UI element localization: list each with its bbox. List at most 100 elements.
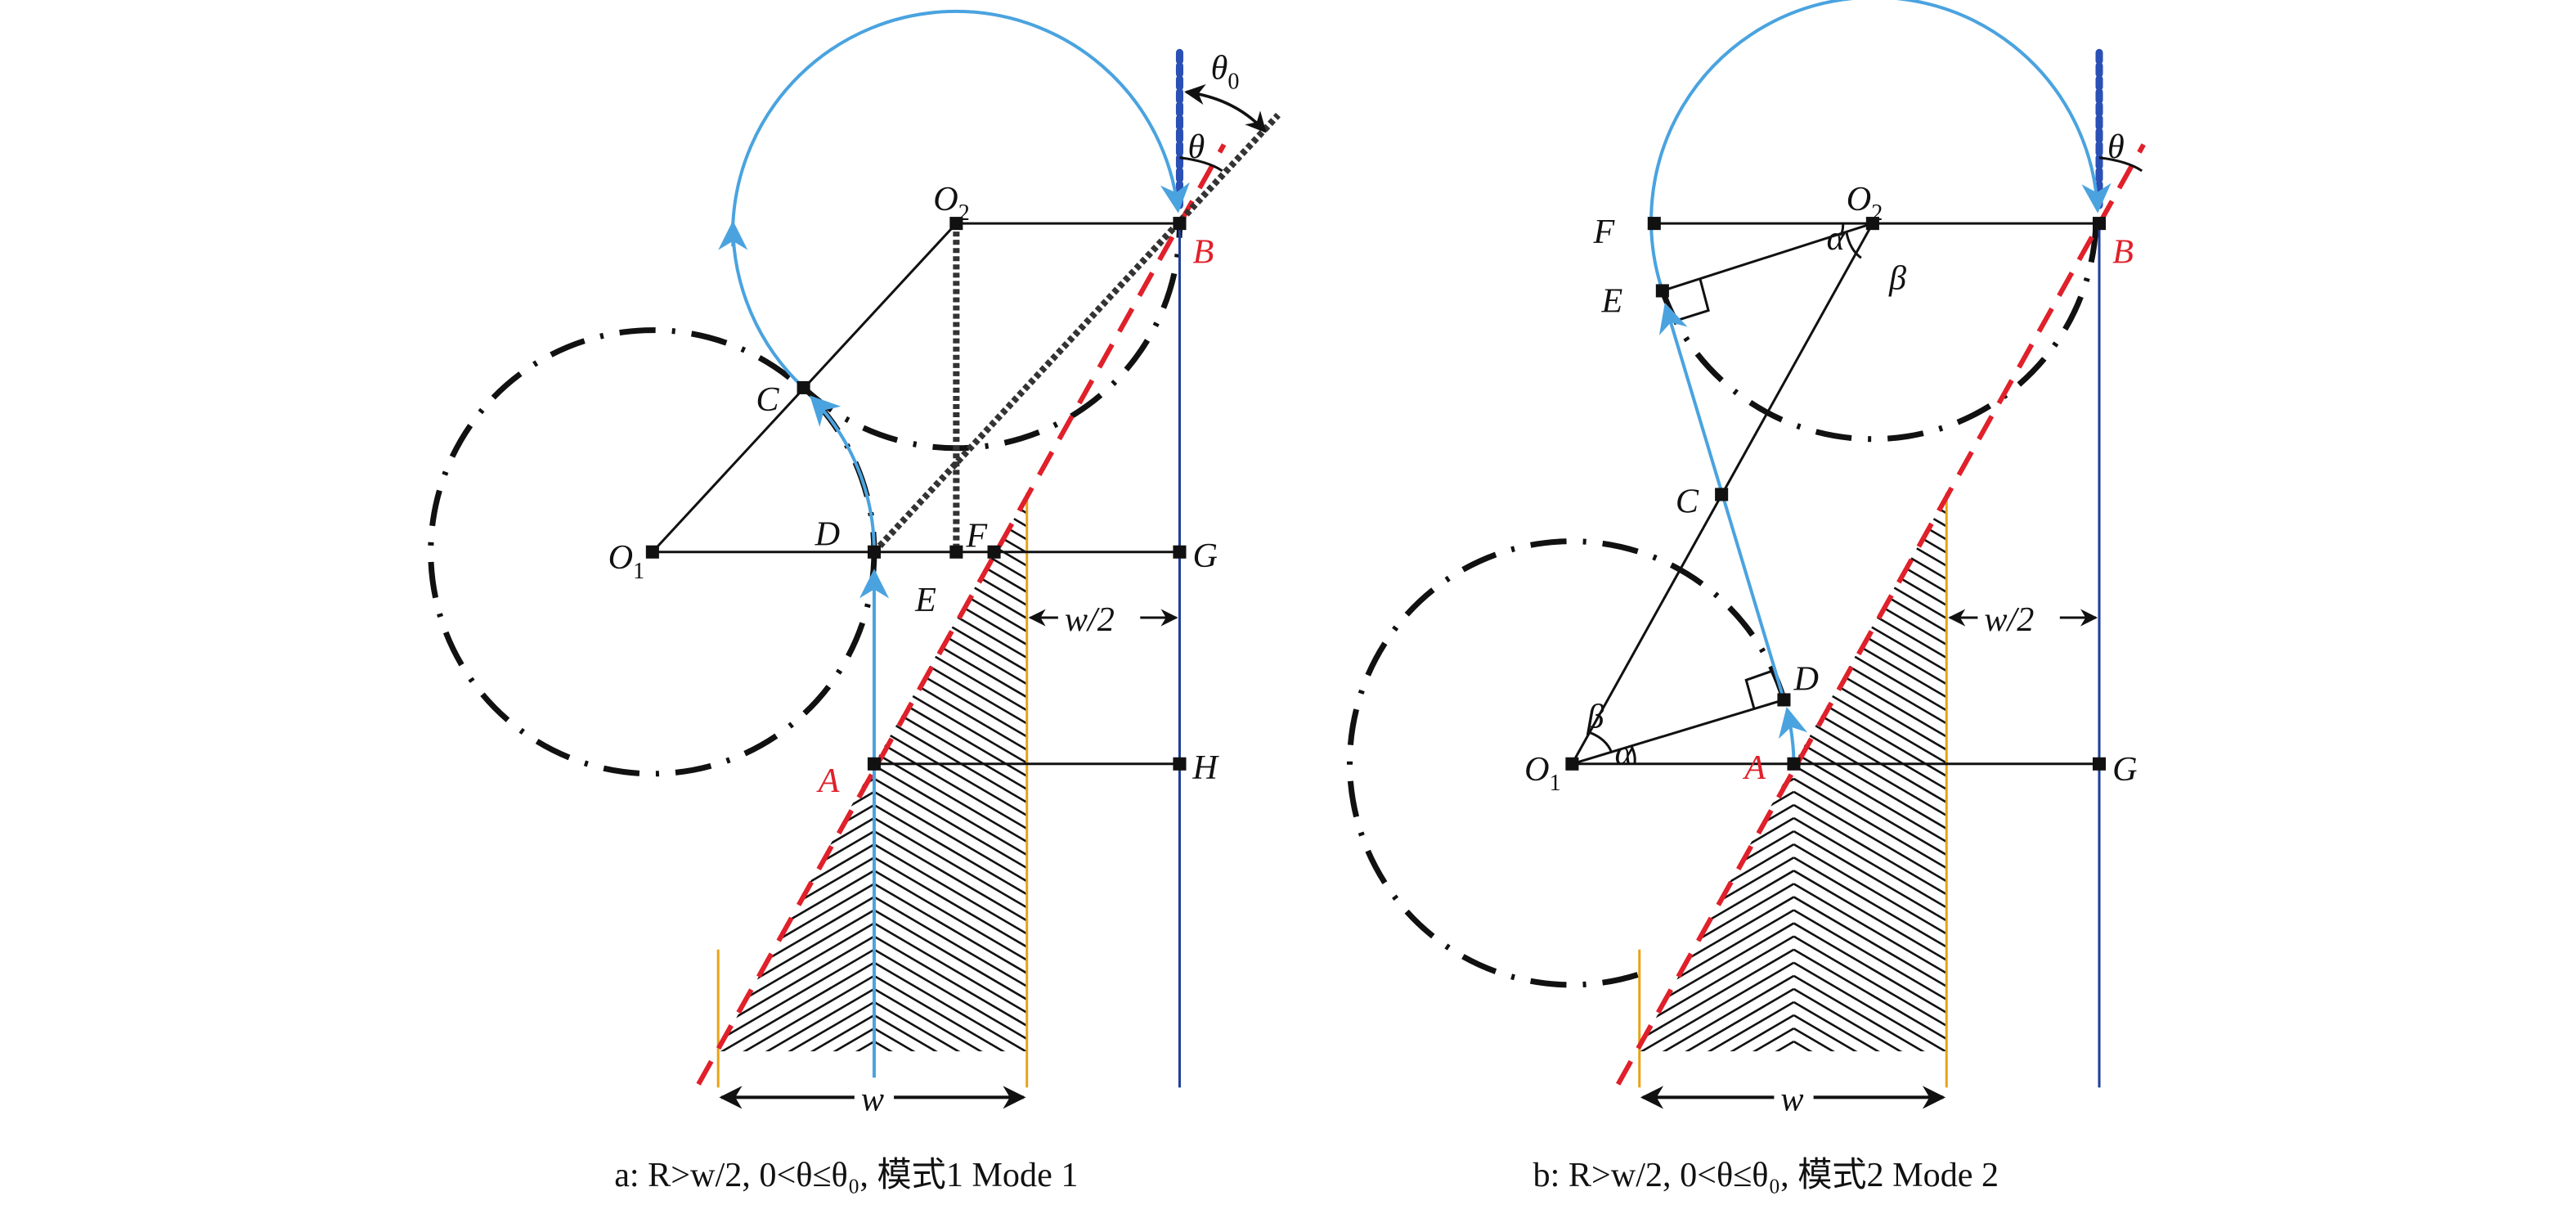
beta-arc-bottom [1589,731,1613,753]
point-c [1715,488,1729,501]
hatch-line [1637,763,1794,807]
hatch-line [1793,803,1947,897]
hatch-line [1793,896,1947,989]
alpha-arc-top [1838,223,1845,236]
hatch-line [718,830,874,924]
hatch-line [1793,764,1947,857]
hatch-line [718,763,874,820]
hatch-line [1637,1027,1794,1052]
hatch-line [718,763,874,767]
label-e: E [1601,282,1623,321]
path-straight-d-e [1658,303,1786,701]
hatch-line [1793,496,1947,528]
hatch-line [1793,843,1947,936]
hatch-line [1793,830,1947,923]
path-curve-a-d [1778,706,1808,764]
beta-arc-top [1845,231,1862,259]
hatch-line [1793,501,1947,595]
hatch-line [718,843,874,937]
points [645,217,1187,771]
hatch-line [1793,857,1947,949]
hatch-line [873,816,1027,910]
hatch-line [873,974,1027,1052]
label-half-width: w/2 [1984,600,2034,639]
point-g [1173,545,1187,559]
hatch-line [1793,1027,1947,1052]
label-a: A [1742,749,1766,787]
hatch-line [873,987,1027,1052]
hatch-line [718,896,874,991]
hatch-line [718,974,874,1052]
label-beta-bottom: β [1586,698,1604,736]
hatch-line [718,790,874,885]
point-e [1655,284,1669,298]
label-half-width: w/2 [1065,600,1115,639]
point-b [2092,217,2107,231]
label-width: w [861,1080,884,1118]
hatch-line [1637,922,1794,1017]
label-b: B [1193,232,1214,271]
point-o1 [1565,757,1579,771]
point-f [1647,217,1661,231]
hatch-line [1637,896,1794,991]
point-f [987,545,1001,559]
hatch-line [1637,763,1794,846]
hatch-line [873,633,1027,726]
hatch-line [1793,790,1947,884]
hatch-line [1793,699,1947,792]
hatch-line [718,777,874,872]
hatch-line [873,712,1027,805]
hatch-line [873,580,1027,673]
hatch-line [873,909,1027,1002]
hatch-line [873,935,1027,1028]
hatch-line [1637,948,1794,1043]
label-o2: O2 [1847,180,1883,226]
label-o2: O2 [933,180,970,226]
hatch-lines-right [873,496,1027,1052]
segment-o2-e [1662,222,1874,292]
hatch-line [1637,935,1794,1030]
hatch-line [873,672,1027,765]
hatch-line [873,830,1027,923]
path-arc-top [731,9,1190,224]
point-o2 [949,217,963,231]
points [1565,217,2107,771]
hatch-line [1793,567,1947,660]
hatch-line [718,870,874,964]
hatch-line [873,1014,1027,1052]
hatch-line [718,857,874,951]
hatch-line [1793,580,1947,673]
hatch-lines-left [718,763,874,1052]
turning-circle-o1 [1347,538,1787,988]
hatch-line [1793,909,1947,1002]
hatch-line [718,961,874,1052]
hatch-line [1793,541,1947,634]
point-a [1787,757,1801,771]
label-theta: θ [2107,128,2125,166]
label-f: F [965,517,988,555]
hatch-line [1637,777,1794,872]
hatch-line [873,1041,1027,1052]
hatch-line [718,1027,874,1052]
hatch-line [718,1014,874,1052]
hatch-line [873,870,1027,962]
label-beta-top: β [1888,259,1906,297]
hatch-line [873,751,1027,844]
point-o2 [1865,217,1879,231]
hatch-line [873,764,1027,857]
boundary-line [696,143,1227,1086]
hatch-line [1637,974,1794,1052]
hatch-line [1637,1041,1794,1052]
point-a [867,757,881,771]
hatch-line [1793,738,1947,831]
hatch-line [1793,883,1947,975]
hatch-line [718,1000,874,1052]
hatch-line [1637,830,1794,924]
hatch-lines-left [1637,763,1794,1052]
hatch-line [873,961,1027,1052]
hatch-line [718,909,874,1004]
right-angle-d [1744,668,1775,710]
label-a: A [816,762,840,800]
point-c [797,380,810,394]
hatch-line [1637,961,1794,1052]
